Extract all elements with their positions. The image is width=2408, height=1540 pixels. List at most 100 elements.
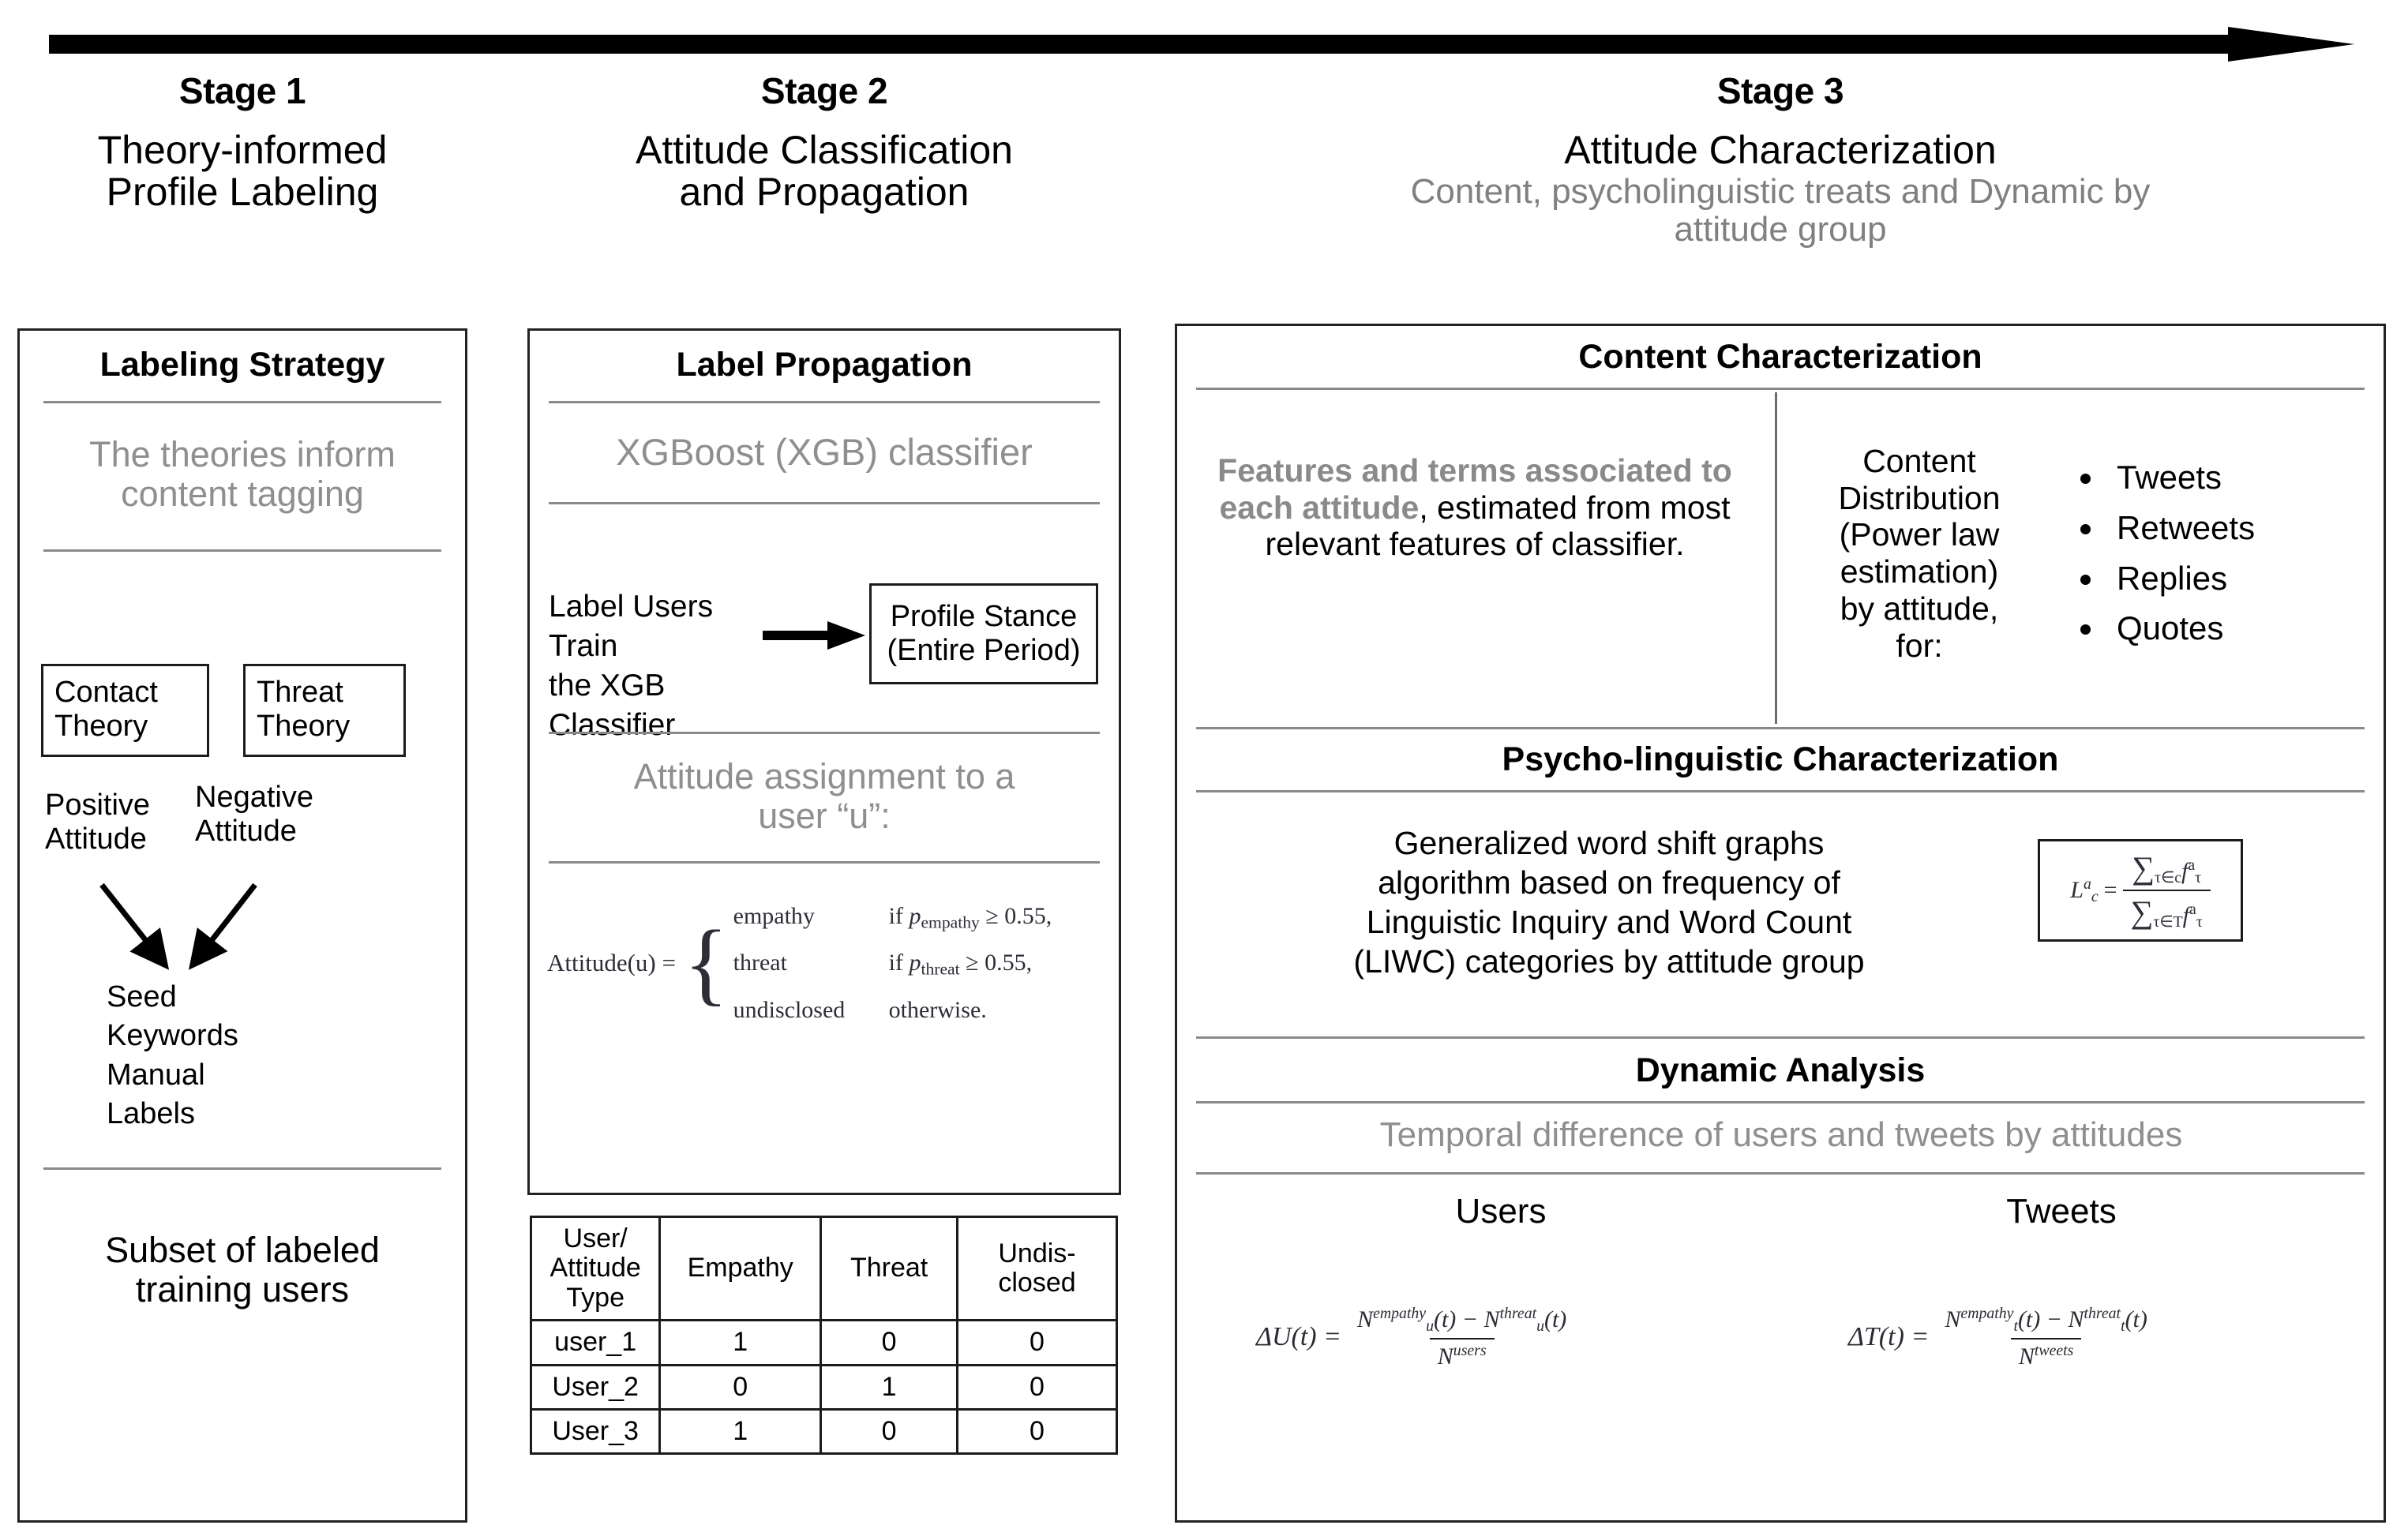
psycholinguistic-characterization-title: Psycho-linguistic Characterization [1502,740,2059,778]
liwc-numerator: ∑τ∈cfaτ [2124,849,2209,890]
converging-arrows-icon [99,882,257,970]
case-1-p: p [909,950,921,976]
list-item: Tweets [2106,452,2406,503]
dt-fraction: Nempathyt(t) − Nthreatt(t) Ntweets [1937,1305,2155,1370]
content-features-text: Features and terms associated to each at… [1202,452,1747,563]
du-fraction: Nempathyu(t) − Nthreatu(t) Nusers [1349,1305,1574,1370]
negative-attitude-line2: Attitude [195,814,297,848]
liwc-L-sup: a [2083,875,2091,893]
note-line2: content tagging [121,474,364,515]
content-characterization-title: Content Characterization [1578,338,1982,376]
list-item: Retweets [2106,503,2406,553]
case-0-condition: if pempathy ≥ 0.55, [889,903,1052,932]
dt-nb-arg: (t) [2125,1306,2147,1332]
seed-line-2: Manual [107,1058,205,1092]
dt-denominator: Ntweets [2010,1337,2082,1370]
seed-line-0: Seed [107,980,177,1014]
panel-label-propagation: Label Propagation XGBoost (XGB) classifi… [527,328,1121,1195]
th3-line1: closed [998,1268,1076,1298]
labeling-strategy-note: The theories inform content tagging [20,434,465,515]
lp-divider-3 [549,732,1100,734]
du-nb-sup: threat [1499,1305,1537,1322]
dt-na-sup: empathy [1960,1305,2014,1322]
cd-line-1: Distribution [1838,479,2001,516]
row-2-user: User_3 [529,1407,662,1456]
du-na-sub: u [1426,1317,1434,1335]
stance-line1: Profile Stance [890,600,1078,634]
du-den-sup: users [1453,1341,1487,1359]
cd-line-0: Content [1862,443,1976,479]
du-na-arg: (t) [1433,1306,1457,1332]
cd-line-4: by attitude, [1840,590,1999,627]
dt-na: N [1945,1306,1961,1332]
dt-den-sup: tweets [2034,1341,2074,1359]
assignment-line2: user “u”: [758,796,891,837]
row-0-empathy: 1 [658,1319,823,1366]
divider-1 [43,401,441,403]
content-features-bold: Features and terms associated to each at… [1217,452,1732,526]
psycholinguistic-body-text: Generalized word shift graphs algorithm … [1210,823,2008,981]
seed-line-3: Labels [107,1097,195,1131]
assignment-line1: Attitude assignment to a [633,756,1015,796]
stage-3-title: Attitude Characterization [1175,129,2386,171]
th0-line2: Type [566,1282,625,1313]
du-nb-sub: u [1536,1317,1544,1335]
threat-theory-line1: Threat [257,676,343,709]
table-row: User_2 0 1 0 [529,1363,1118,1411]
table-header-empathy: Empathy [658,1215,823,1322]
cd-line-2: (Power law [1839,516,2000,553]
case-1-thr: ≥ 0.55, [959,950,1033,976]
stage-2-number: Stage 2 [760,70,888,111]
cases-lhs: Attitude(u) = [547,949,676,977]
stage-1-title-line2: Profile Labeling [106,170,379,214]
list-item: Replies [2106,553,2406,604]
dynamic-tweets-formula: ΔT(t) = Nempathyt(t) − Nthreatt(t) Ntwee… [1848,1305,2155,1370]
liwc-lhs: Lac [2070,875,2098,906]
stage-1-title: Theory-informed Profile Labeling [17,129,467,213]
liwc-num-f-sup: a [2188,856,2196,875]
stage-3-subtitle-line2: attitude group [1674,209,1887,249]
row-0-user: user_1 [529,1319,662,1366]
panel-labeling-strategy: Labeling Strategy The theories inform co… [17,328,467,1523]
attitude-cases-formula: Attitude(u) = { empathy if pempathy ≥ 0.… [547,903,1052,1024]
negative-attitude-line1: Negative [195,781,313,814]
row-1-undisclosed: 0 [956,1363,1118,1411]
train-xgb-classifier-label: Label Users Train the XGB Classifier [549,587,762,745]
train-line-2: the XGB [549,668,666,703]
row-2-empathy: 1 [658,1407,823,1456]
seed-keywords-label: Seed Keywords Manual Labels [107,978,328,1134]
liwc-formula: Lac = ∑τ∈cfaτ ∑τ∈Tfaτ [2070,849,2211,931]
profile-stance-box: Profile Stance (Entire Period) [869,583,1098,684]
contact-theory-line2: Theory [54,709,148,743]
dt-nb: N [2068,1306,2084,1332]
dynamic-users-label: Users [1455,1192,1547,1231]
du-den: N [1437,1343,1453,1370]
right-arrow-icon-small [763,621,865,650]
note-line1: The theories inform [89,434,396,474]
case-0-thr: ≥ 0.55, [979,903,1052,929]
labeling-strategy-title: Labeling Strategy [99,346,385,384]
stage-2-title-line1: Attitude Classification [635,128,1013,172]
row-2-threat: 0 [820,1407,958,1456]
row-2-undisclosed: 0 [956,1407,1118,1456]
table-header-row: User/ Attitude Type Empathy Threat Undis… [529,1215,1118,1322]
stage-1-header: Stage 1 Theory-informed Profile Labeling [17,73,467,213]
row-1-empathy: 0 [658,1363,823,1411]
liwc-formula-box: Lac = ∑τ∈cfaτ ∑τ∈Tfaτ [2038,839,2243,942]
theory-box-threat: Threat Theory [243,664,406,757]
content-distribution-bullets: Tweets Retweets Replies Quotes [2069,452,2406,654]
stage-1-number: Stage 1 [178,70,306,111]
cc-divider-bottom [1196,727,2365,729]
liwc-den-f: f [2182,902,2190,928]
row-0-undisclosed: 0 [956,1319,1118,1366]
dynamic-users-formula: ΔU(t) = Nempathyu(t) − Nthreatu(t) Nuser… [1256,1305,1574,1370]
du-na: N [1357,1306,1374,1332]
cc-divider-top [1196,388,2365,390]
threat-theory-line2: Theory [257,709,351,743]
label-propagation-title: Label Propagation [676,346,973,384]
pl-divider-top [1196,790,2365,792]
train-line-3: Classifier [549,707,676,742]
du-nb: N [1483,1306,1500,1332]
row-1-threat: 1 [820,1363,958,1411]
